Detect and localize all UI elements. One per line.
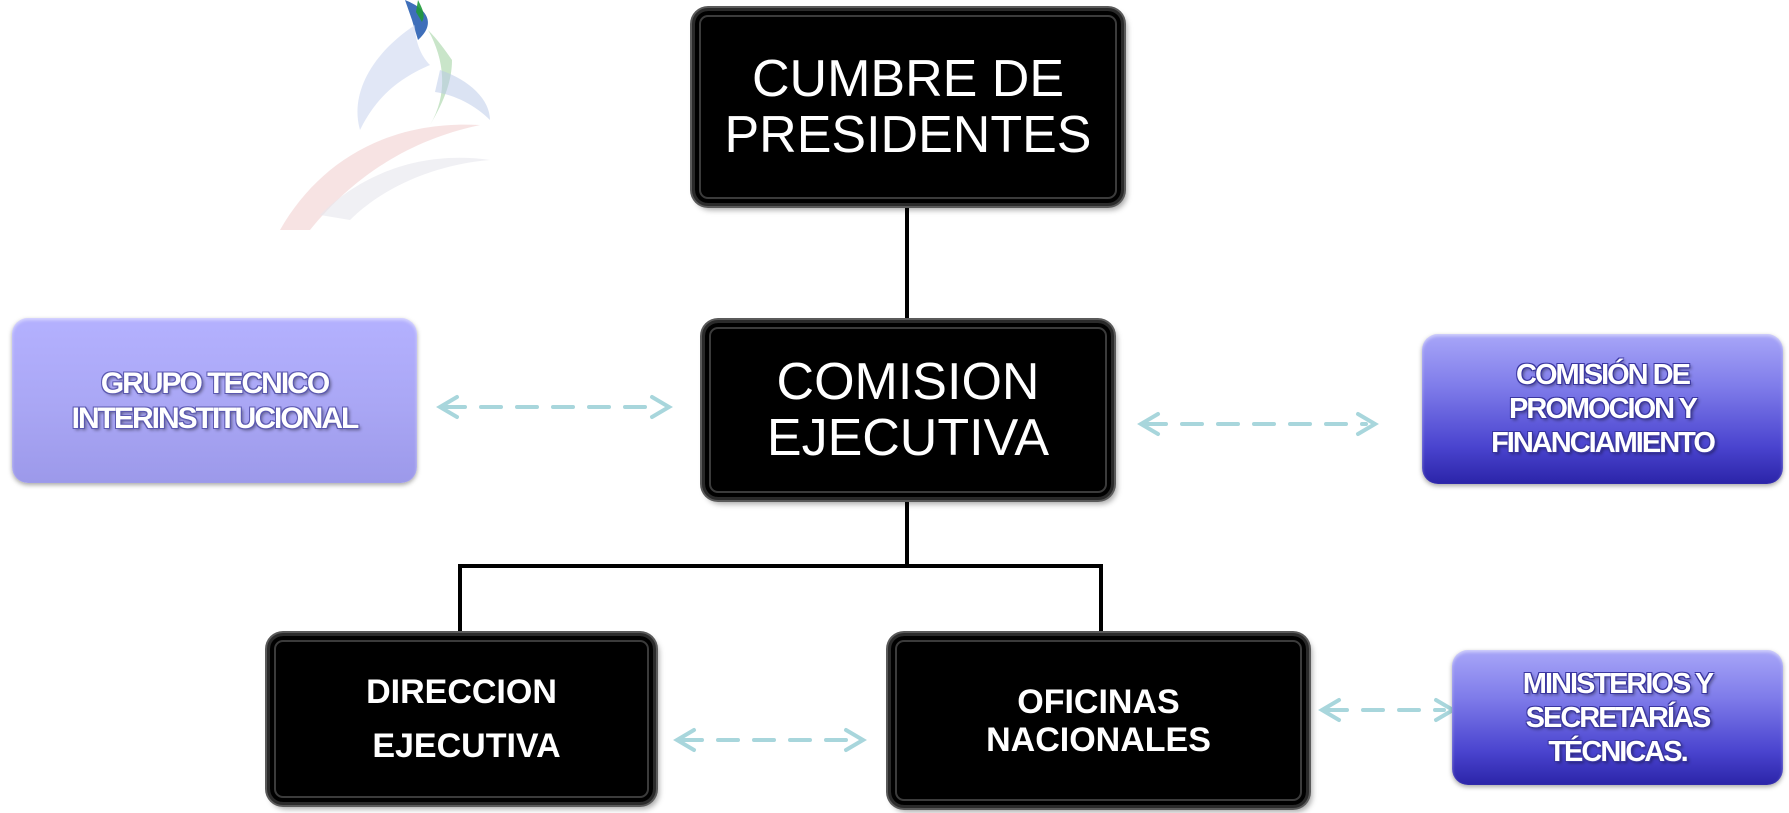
- node-comision-ejecutiva: COMISION EJECUTIVA: [702, 320, 1114, 500]
- connector-branch: [458, 564, 1103, 633]
- swirl-logo-icon: [280, 0, 490, 230]
- node-label-line: GRUPO TECNICO: [100, 366, 330, 400]
- dashed-arrow-direccion-oficinas: [673, 728, 867, 752]
- node-label-line: MINISTERIOS Y: [1522, 667, 1714, 700]
- org-connector-lines: [458, 205, 1103, 633]
- node-cumbre-de-presidentes: CUMBRE DE PRESIDENTES: [692, 8, 1124, 206]
- node-comision-de-promocion-y-financiamiento: COMISIÓN DE PROMOCION Y FINANCIAMIENTO: [1422, 334, 1783, 484]
- node-label-line: PROMOCION Y: [1509, 393, 1698, 425]
- node-label-line: CUMBRE DE: [751, 50, 1065, 108]
- node-label-line: INTERINSTITUCIONAL: [71, 401, 360, 435]
- node-direccion-ejecutiva: DIRECCION EJECUTIVA: [267, 633, 656, 805]
- node-grupo-tecnico-interinstitucional: GRUPO TECNICO INTERINSTITUCIONAL: [12, 318, 417, 483]
- dashed-arrow-comision-promocion: [1137, 412, 1379, 436]
- dashed-arrow-grupo-comision: [436, 395, 673, 419]
- node-label-line: TÉCNICAS.: [1548, 735, 1688, 768]
- dashed-arrow-oficinas-ministerios: [1318, 698, 1457, 722]
- node-ministerios-y-secretarias-tecnicas: MINISTERIOS Y SECRETARÍAS TÉCNICAS.: [1452, 650, 1783, 785]
- node-label-line: OFICINAS: [1017, 682, 1180, 721]
- node-label-line: PRESIDENTES: [724, 106, 1092, 164]
- node-label-line: NACIONALES: [986, 720, 1211, 759]
- node-label-line: DIRECCION: [366, 673, 557, 711]
- node-oficinas-nacionales: OFICINAS NACIONALES: [888, 633, 1309, 808]
- node-label-line: SECRETARÍAS: [1525, 701, 1712, 734]
- node-label-line: EJECUTIVA: [372, 727, 561, 765]
- node-label-line: FINANCIAMIENTO: [1491, 427, 1716, 459]
- node-label-line: EJECUTIVA: [766, 409, 1050, 467]
- node-label-line: COMISION: [776, 353, 1040, 411]
- node-label-line: COMISIÓN DE: [1516, 359, 1691, 391]
